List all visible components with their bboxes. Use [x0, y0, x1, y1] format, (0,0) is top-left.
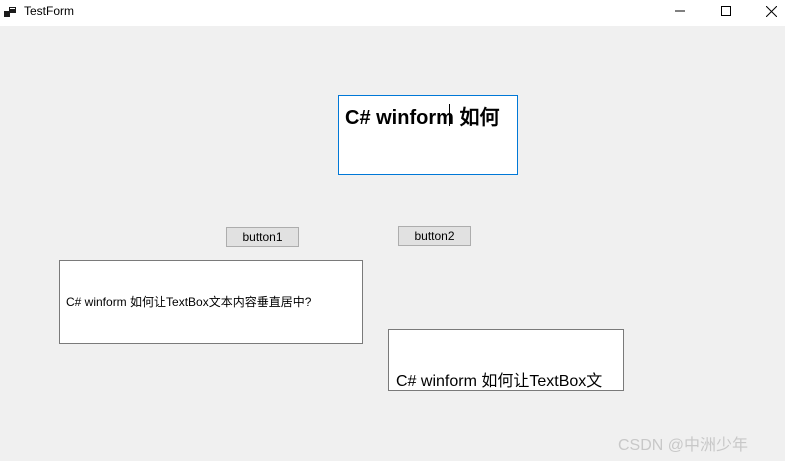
window-title: TestForm	[24, 4, 75, 18]
text-caret	[449, 104, 450, 126]
textbox-top-text: C# winform 如何	[345, 107, 500, 129]
maximize-icon	[721, 6, 731, 16]
watermark: CSDN @中洲少年	[618, 437, 749, 454]
textbox-left[interactable]: C# winform 如何让TextBox文本内容垂直居中?	[59, 260, 363, 344]
form-icon	[4, 5, 18, 19]
title-bar[interactable]: TestForm	[0, 0, 785, 26]
button2[interactable]: button2	[398, 226, 471, 246]
maximize-button[interactable]	[703, 0, 749, 22]
textbox-bottom-text: C# winform 如何让TextBox文	[396, 373, 603, 390]
minimize-icon	[675, 6, 685, 16]
textbox-left-text: C# winform 如何让TextBox文本内容垂直居中?	[66, 295, 312, 309]
textbox-bottom[interactable]: C# winform 如何让TextBox文	[388, 329, 624, 391]
button1[interactable]: button1	[226, 227, 299, 247]
close-button[interactable]	[748, 0, 785, 22]
minimize-button[interactable]	[657, 0, 703, 22]
textbox-top-focused[interactable]: C# winform 如何	[338, 95, 518, 175]
close-icon	[765, 5, 777, 17]
form-client-area	[0, 26, 785, 461]
